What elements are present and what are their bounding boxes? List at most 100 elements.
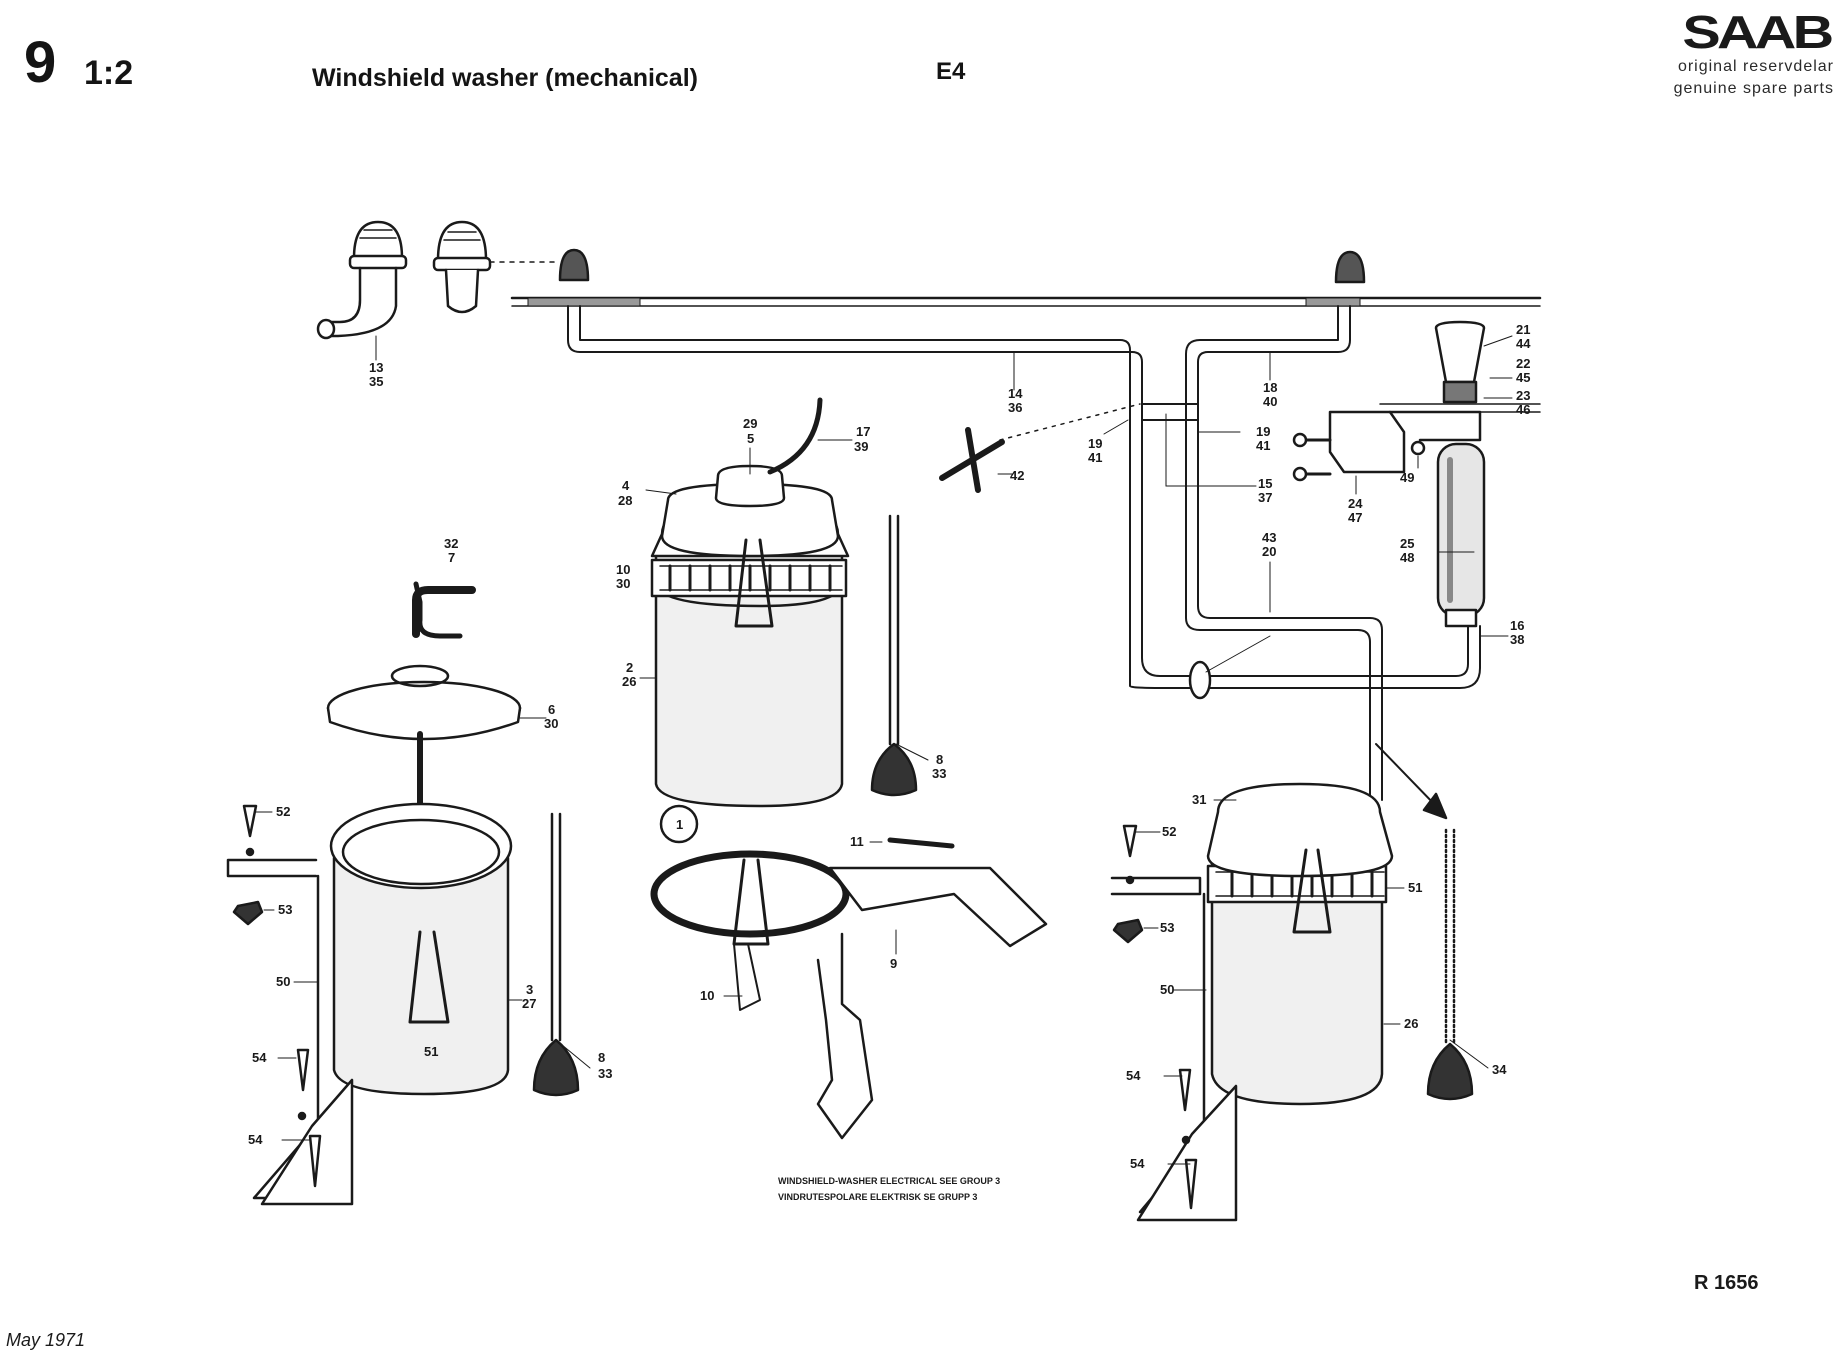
hose-elbow: [412, 586, 476, 638]
callout: 34: [1492, 1062, 1507, 1077]
callout: 50: [1160, 982, 1174, 997]
callout: 19: [1256, 424, 1270, 439]
electrical-note-en: WINDSHIELD-WASHER ELECTRICAL SEE GROUP 3: [778, 1176, 1000, 1186]
callout: 21: [1516, 322, 1530, 337]
callout: 43: [1262, 530, 1276, 545]
callout: 53: [1160, 920, 1174, 935]
callout: 28: [618, 493, 632, 508]
brand-line-2: genuine spare parts: [1673, 79, 1834, 97]
callout: 54: [252, 1050, 267, 1065]
callout: 45: [1516, 370, 1530, 385]
callout: 6: [548, 702, 555, 717]
screw-52-left: [242, 804, 258, 857]
electrical-note-sv: VINDRUTESPOLARE ELEKTRISK SE GRUPP 3: [778, 1192, 977, 1202]
container-right: [1110, 743, 1448, 1222]
nozzle-straight: [432, 220, 492, 314]
screws-54: [296, 1048, 1198, 1210]
callout: 25: [1400, 536, 1414, 551]
callout: 44: [1516, 336, 1531, 351]
pump-cylinder: [1436, 442, 1486, 628]
callout: 5: [747, 431, 754, 446]
callout: 52: [1162, 824, 1176, 839]
callout: 1: [676, 817, 683, 832]
callout: 49: [1400, 470, 1414, 485]
washer-hose: [567, 305, 1481, 819]
callout: 10: [700, 988, 714, 1003]
callout: 23: [1516, 388, 1530, 403]
callout: 8: [936, 752, 943, 767]
brand-block: SAAB original reservdelar genuine spare …: [1580, 8, 1840, 99]
leader-lines: [255, 335, 1513, 1165]
callout: 26: [622, 674, 636, 689]
callout: 54: [1126, 1068, 1141, 1083]
callout: 33: [598, 1066, 612, 1081]
callout: 16: [1510, 618, 1524, 633]
nut-53-left: [232, 900, 264, 926]
brand-line-1: original reservdelar: [1677, 58, 1834, 76]
cross-connector: [939, 403, 1141, 493]
callout: 51: [424, 1044, 438, 1059]
saab-logo: SAAB: [1682, 6, 1834, 58]
callout: 41: [1088, 450, 1102, 465]
callout: 40: [1263, 394, 1277, 409]
callout: 51: [1408, 880, 1422, 895]
callout: 8: [598, 1050, 605, 1065]
nut-53-right: [1112, 918, 1144, 944]
callout: 35: [369, 374, 383, 389]
nozzle-cap-right: [1334, 250, 1366, 284]
callout: 18: [1263, 380, 1277, 395]
callout: 30: [544, 716, 558, 731]
pump-knob: [1379, 320, 1541, 413]
callout: 17: [856, 424, 870, 439]
drawing-reference: R 1656: [1694, 1272, 1759, 1294]
callout: 54: [1130, 1156, 1145, 1171]
callout: 14: [1008, 386, 1023, 401]
pump-switch: [1292, 410, 1482, 482]
section-code: E4: [936, 58, 966, 85]
alternative-1-marker: [659, 804, 699, 844]
body-panel: [510, 296, 1542, 307]
callout: 2: [626, 660, 633, 675]
container-left: [226, 581, 522, 1206]
group-number: 9: [24, 30, 57, 95]
pickup-tube-left: [532, 812, 580, 1097]
callout: 4: [622, 478, 630, 493]
callout: 37: [1258, 490, 1272, 505]
callout: 10: [616, 562, 630, 577]
callout: 22: [1516, 356, 1530, 371]
callout: 41: [1256, 438, 1270, 453]
callout: 50: [276, 974, 290, 989]
nozzle-cap-left: [558, 248, 590, 282]
callout: 7: [448, 550, 455, 565]
issue-date: May 1971: [6, 1330, 86, 1350]
callout: 20: [1262, 544, 1276, 559]
nozzle-angled: [316, 220, 408, 340]
callout: 47: [1348, 510, 1362, 525]
callout: 52: [276, 804, 290, 819]
callout: 15: [1258, 476, 1272, 491]
callout: 13: [369, 360, 383, 375]
callout-labels: 13 35 14 36 18 40 21 44 22 45 23 46 29 5…: [248, 322, 1531, 1171]
callout: 30: [616, 576, 630, 591]
hose-t-connector: [1188, 660, 1212, 700]
callout: 42: [1010, 468, 1024, 483]
callout: 11: [850, 834, 864, 849]
callout: 48: [1400, 550, 1414, 565]
callout: 27: [522, 996, 536, 1011]
callout: 46: [1516, 402, 1530, 417]
callout: 3: [526, 982, 533, 997]
callout: 32: [444, 536, 458, 551]
callout: 53: [278, 902, 292, 917]
callout: 26: [1404, 1016, 1418, 1031]
container-middle: [650, 397, 850, 808]
callout: 9: [890, 956, 897, 971]
callout: 19: [1088, 436, 1102, 451]
callout: 54: [248, 1132, 263, 1147]
pickup-tube-middle: [870, 514, 918, 797]
callout: 24: [1348, 496, 1363, 511]
pickup-tube-right: [1426, 828, 1474, 1101]
scale-label: 1:2: [84, 54, 134, 92]
page-title: Windshield washer (mechanical): [312, 64, 698, 92]
bracket-middle: [650, 850, 1048, 1140]
